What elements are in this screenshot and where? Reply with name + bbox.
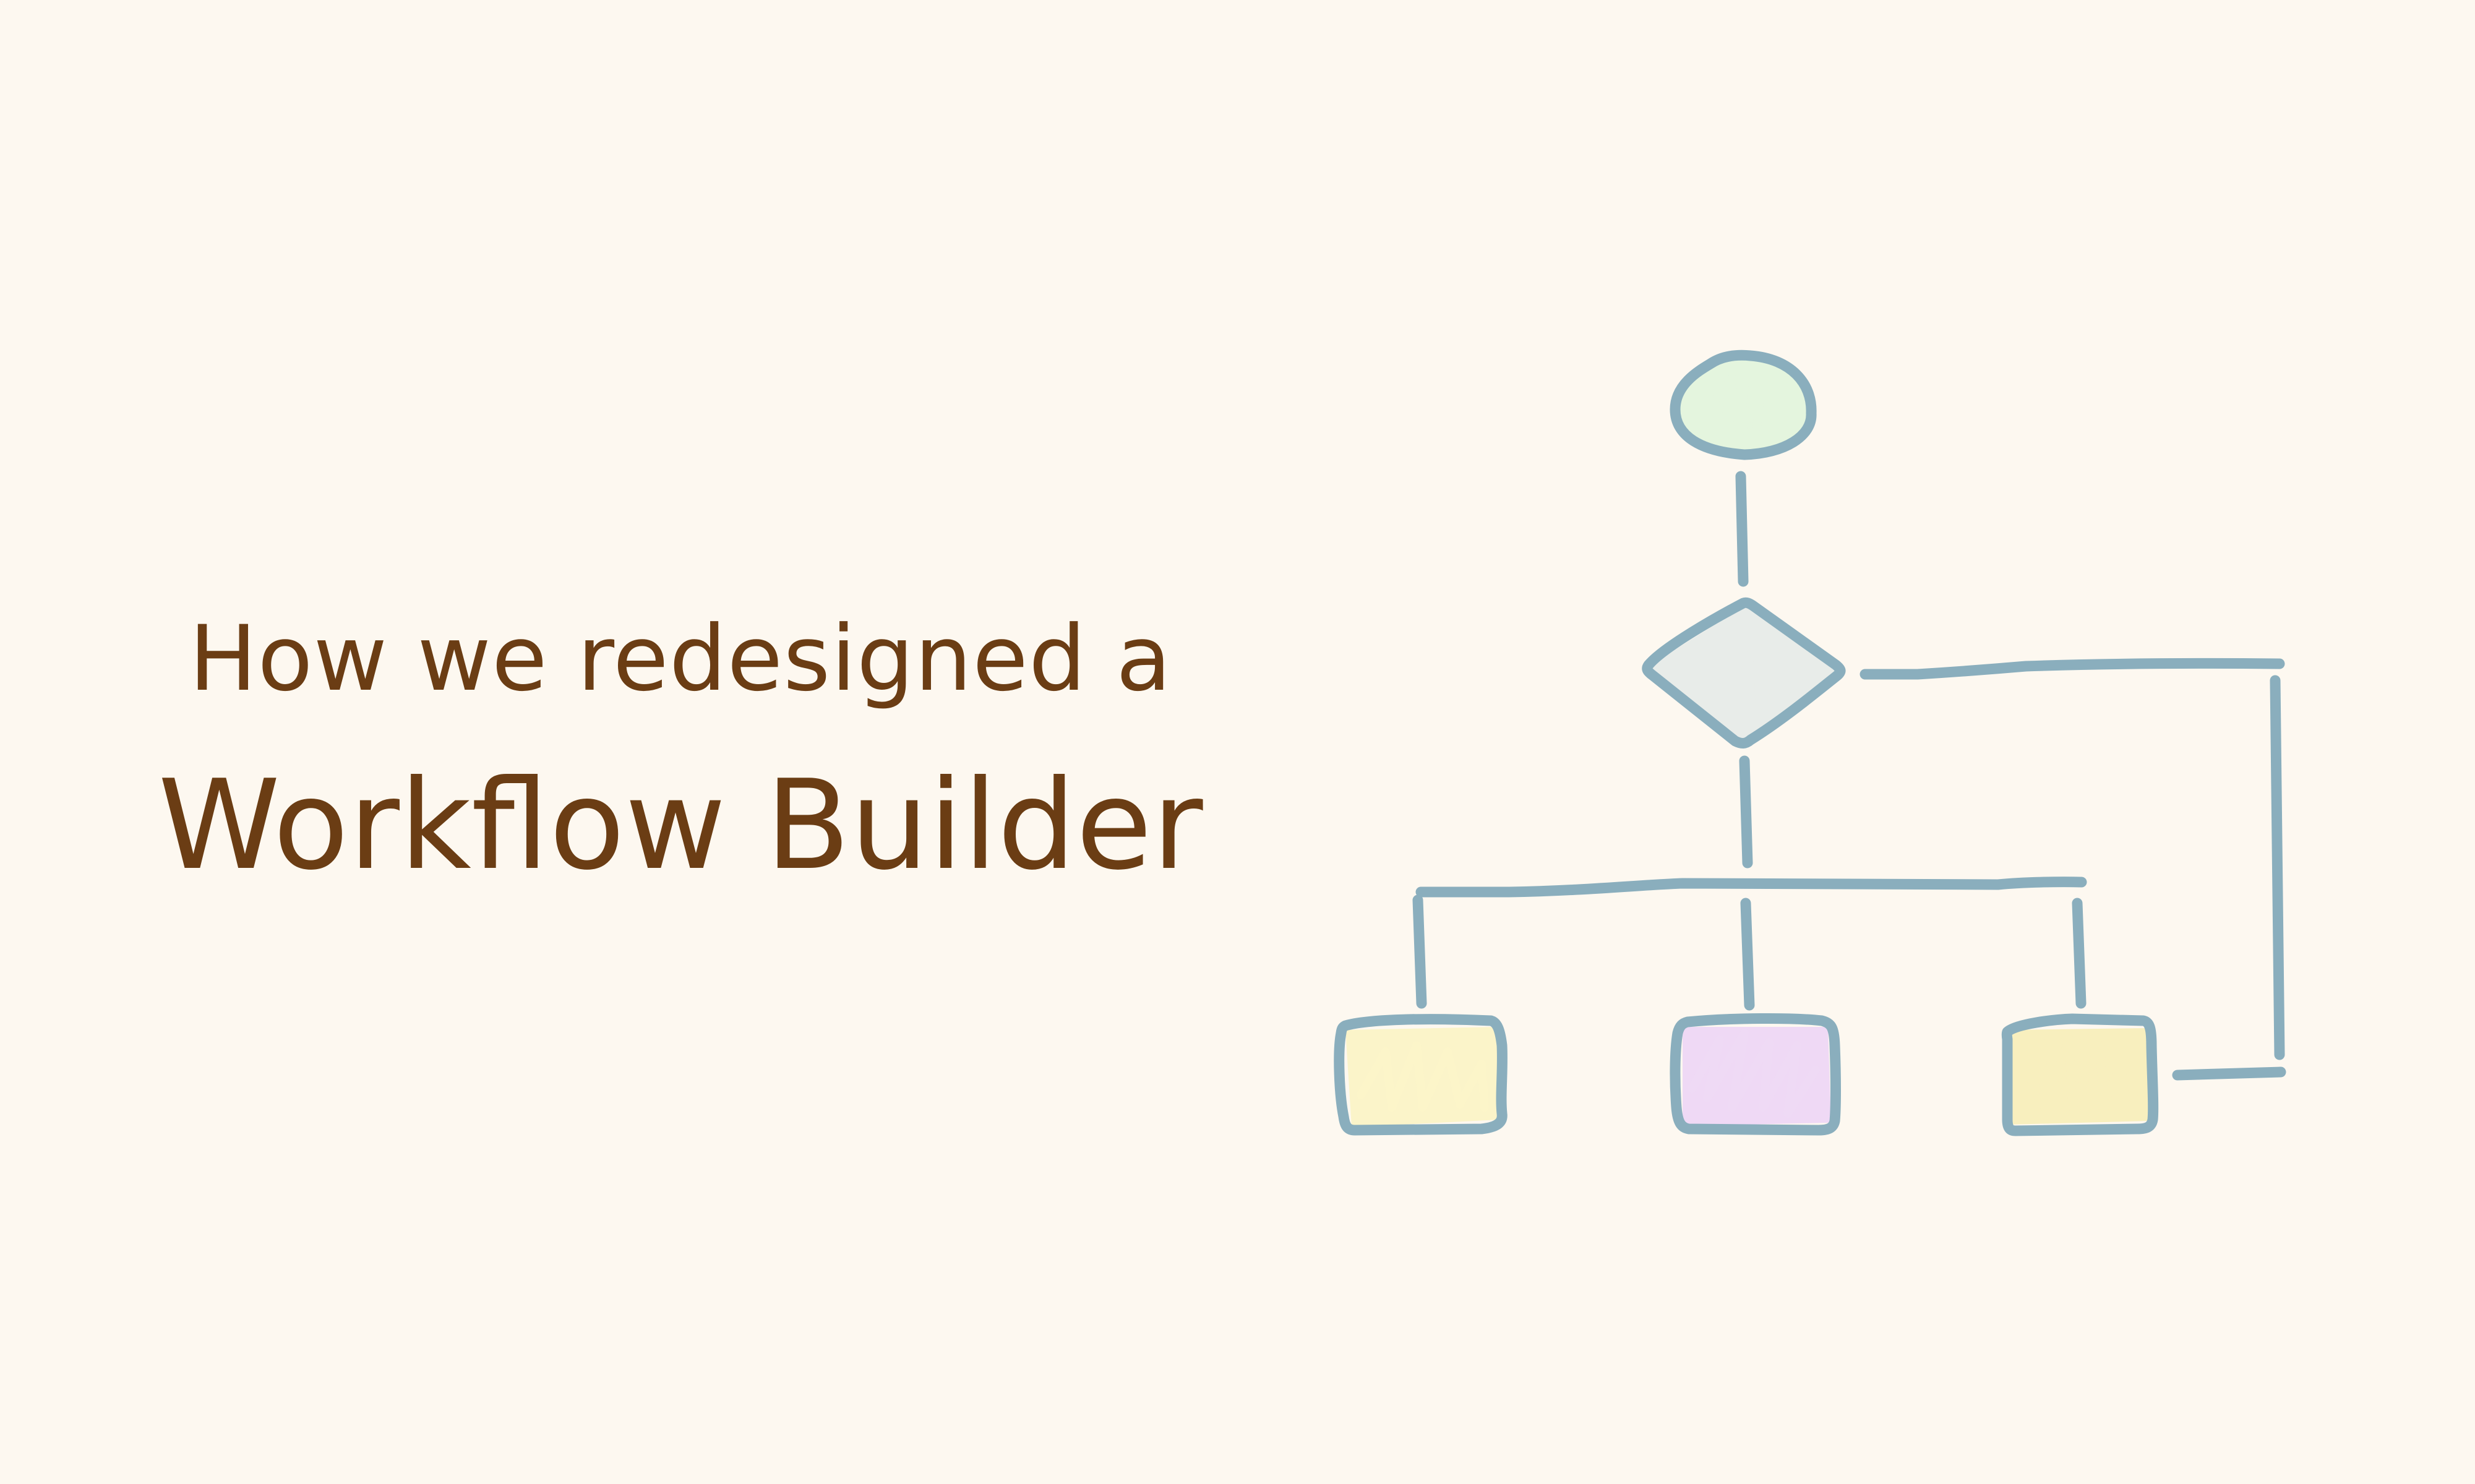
step-node-right — [2001, 1013, 2159, 1136]
step-node-right-scribble — [2015, 1035, 2138, 1112]
edge-drop-right — [2072, 898, 2087, 1009]
step-node-left-scribble — [1357, 1041, 1489, 1112]
edge-branch-bar — [1415, 877, 2087, 898]
step-node-left-outline — [1334, 1014, 1508, 1136]
decision-node-outline — [1642, 597, 1846, 748]
step-node-middle — [1670, 1013, 1841, 1136]
decision-node — [1642, 597, 1846, 748]
start-node — [1670, 350, 1817, 460]
edge-decision-loop-vertical — [2270, 675, 2285, 1060]
edge-decision-loop-top — [1859, 658, 2285, 680]
headline-line-1: How we redesigned a — [189, 606, 1172, 711]
edge-start-to-decision — [1735, 471, 1749, 587]
decision-node-scribble — [1684, 627, 1811, 716]
step-node-middle-scribble — [1688, 1029, 1820, 1118]
headline-line-2: Workflow Builder — [158, 753, 1203, 898]
start-node-outline — [1670, 350, 1817, 460]
step-node-right-outline — [2001, 1013, 2159, 1136]
step-node-left — [1334, 1014, 1508, 1136]
edge-decision-down — [1739, 755, 1753, 869]
edge-drop-middle — [1740, 898, 1755, 1011]
start-node-scribble — [1709, 374, 1764, 437]
edge-decision-loop-return — [2172, 1066, 2286, 1081]
edge-drop-left — [1412, 894, 1427, 1009]
step-node-middle-outline — [1670, 1013, 1841, 1136]
